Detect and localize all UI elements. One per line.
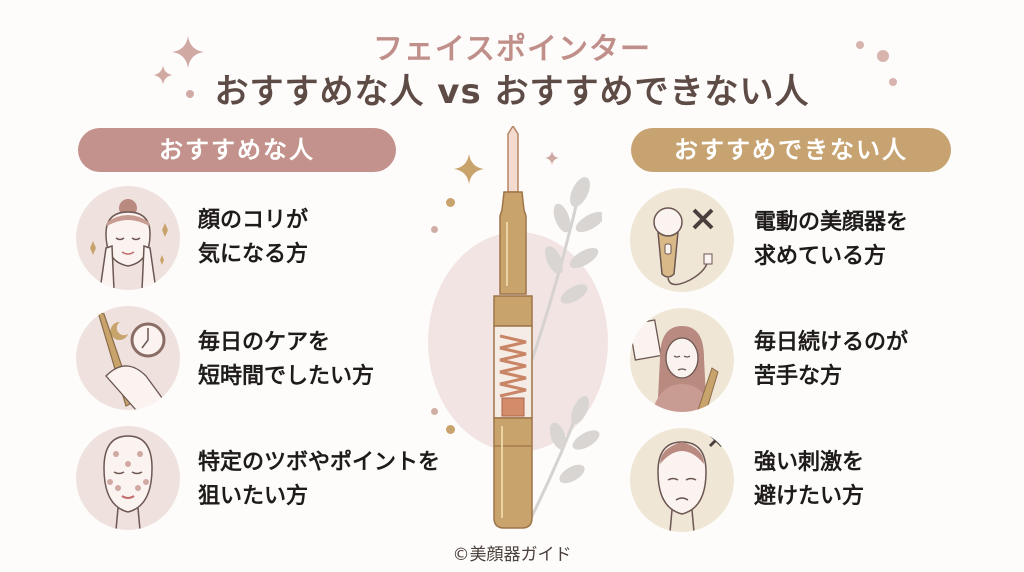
face-pressure-points-icon [103,435,153,530]
dot-decoration [856,41,864,49]
recommended-item-3-illustration [76,426,180,530]
item-line: 苦手な方 [754,364,843,389]
recommended-item-3-text: 特定のツボやポイントを 狙いたい方 [198,446,440,514]
item-line: 避けたい方 [754,484,865,509]
not-recommended-item-2-text: 毎日続けるのが 苦手な方 [754,326,908,394]
dot-decoration [877,50,889,62]
leaf-branch-icon [530,177,602,360]
item-line: 毎日のケアを [198,330,331,355]
dot-decoration [889,78,897,86]
item-line: 短時間でしたい方 [198,364,375,389]
dot-decoration [431,408,438,415]
item-line: 毎日続けるのが [754,330,909,355]
item-line: 求めている方 [754,244,887,269]
leaf-branch-icon [528,396,600,520]
item-line: 気になる方 [198,242,309,267]
not-recommended-label: おすすめできない人 [631,128,951,172]
electric-facial-device-cross-icon [653,207,714,286]
page-subtitle: おすすめな人 vs おすすめできない人 [214,72,810,112]
item-line: 狙いたい方 [198,484,309,509]
credit-footer: ©美顔器ガイド [452,545,572,565]
tired-woman-checklist-icon [630,319,719,412]
not-recommended-item-3-illustration [630,428,734,532]
not-recommended-item-1-text: 電動の美顔器を 求めている方 [754,206,908,274]
recommended-label: おすすめな人 [78,128,396,172]
recommended-item-2-text: 毎日のケアを 短時間でしたい方 [198,326,374,394]
sparkle-icon [172,36,204,68]
item-line: 電動の美顔器を [754,210,909,235]
recommended-item-1-text: 顔のコリが 気になる方 [198,204,308,272]
item-line: 特定のツボやポイントを [198,450,441,475]
dot-decoration [431,226,438,233]
not-recommended-item-3-text: 強い刺激を 避けたい方 [754,446,864,514]
pointer-in-hand-clock-moon-icon [97,311,170,410]
item-line: 顔のコリが [198,208,309,233]
dot-decoration [446,198,455,207]
dot-decoration [186,90,194,98]
not-recommended-item-2-illustration [630,308,734,412]
not-recommended-item-1-illustration [630,188,734,292]
irritated-face-cross-icon [657,432,724,532]
face-pointer-device-icon [493,126,533,529]
sparkle-icon [153,65,173,85]
page-title: フェイスポインター [372,32,652,67]
recommended-item-1-illustration [76,186,180,290]
dot-decoration [446,425,455,434]
item-line: 強い刺激を [754,450,865,475]
sparkle-icon [453,153,485,185]
recommended-item-2-illustration [76,306,180,410]
sparkle-icon [544,150,560,166]
woman-massaging-face-icon [90,199,168,290]
